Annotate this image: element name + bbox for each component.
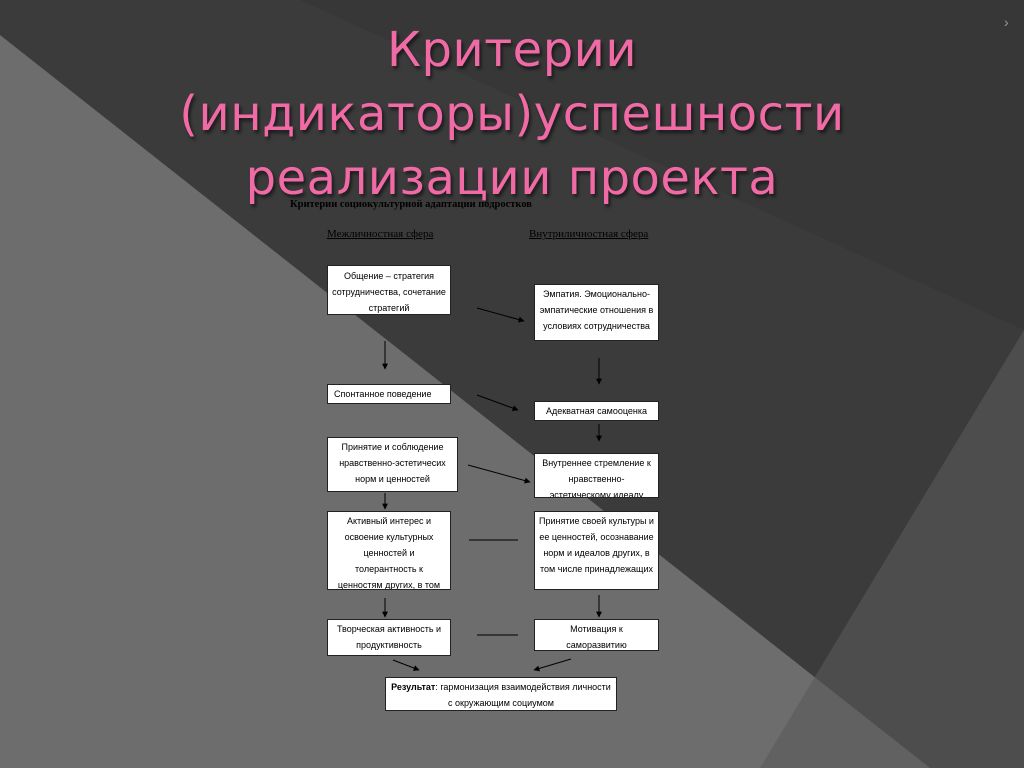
- left-box-4: Активный интерес и освоение культурных ц…: [327, 511, 451, 590]
- title-line: (индикаторы)успешности: [179, 86, 845, 142]
- right-box-5: Мотивация к саморазвитию: [534, 619, 659, 651]
- left-box-3: Принятие и соблюдение нравственно-эстети…: [327, 437, 458, 492]
- right-box-3: Внутреннее стремление к нравственно-эсте…: [534, 453, 659, 498]
- left-box-2: Спонтанное поведение: [327, 384, 451, 404]
- slide-title: Критерии (индикаторы)успешности реализац…: [0, 18, 1024, 210]
- right-box-1: Эмпатия. Эмоционально-эмпатические отнош…: [534, 284, 659, 341]
- title-line: реализации проекта: [245, 150, 779, 206]
- column-heading-left: Межличностная сфера: [327, 228, 434, 240]
- result-box: Результат: гармонизация взаимодействия л…: [385, 677, 617, 711]
- right-box-4: Принятие своей культуры и ее ценностей, …: [534, 511, 659, 590]
- title-line: Критерии: [386, 22, 638, 78]
- left-box-1: Общение – стратегия сотрудничества, соче…: [327, 265, 451, 315]
- result-text: : гармонизация взаимодействия личности с…: [435, 682, 611, 708]
- diagram-subtitle: Критерии социокультурной адаптации подро…: [290, 199, 532, 210]
- right-box-2: Адекватная самооценка: [534, 401, 659, 421]
- result-label: Результат: [391, 682, 436, 692]
- column-heading-right: Внутриличностная сфера: [529, 228, 649, 240]
- left-box-5: Творческая активность и продуктивность: [327, 619, 451, 656]
- chevron-right-icon[interactable]: ›: [1004, 14, 1009, 30]
